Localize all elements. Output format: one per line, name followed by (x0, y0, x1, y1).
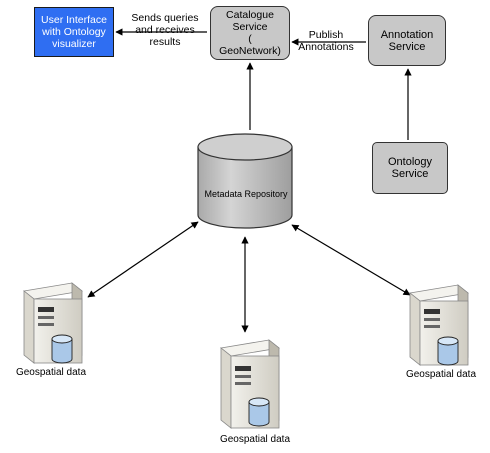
arrow-repository-geodata-right (291, 224, 411, 296)
metadata-repository-cylinder (197, 133, 293, 229)
catalogue-service-node[interactable]: Catalogue Service ( GeoNetwork) (210, 6, 290, 60)
geospatial-data-label-right: Geospatial data (405, 369, 477, 380)
server-icon (220, 339, 280, 429)
annotation-service-label: Annotation Service (380, 28, 434, 53)
user-interface-node[interactable]: User Interface with Ontology visualizer (34, 7, 114, 57)
queries-edge-label: Sends queries and receives results (131, 12, 199, 48)
ontology-service-node[interactable]: Ontology Service (372, 142, 448, 194)
metadata-repository-label: Metadata Repository (204, 189, 288, 199)
ontology-service-label: Ontology Service (387, 156, 433, 180)
user-interface-label: User Interface with Ontology visualizer (41, 14, 107, 50)
database-disk-icon (248, 397, 270, 427)
annotation-service-node[interactable]: Annotation Service (368, 15, 446, 66)
geospatial-data-label-left: Geospatial data (15, 367, 87, 378)
database-disk-icon (437, 336, 459, 366)
database-disk-icon (51, 334, 73, 364)
publish-edge-label: Publish Annotations (298, 29, 354, 53)
catalogue-service-label: Catalogue Service ( GeoNetwork) (219, 9, 281, 57)
server-icon (409, 284, 469, 366)
geospatial-data-label-center: Geospatial data (219, 434, 291, 445)
arrow-repository-geodata-left (87, 221, 199, 298)
server-icon (23, 282, 83, 364)
